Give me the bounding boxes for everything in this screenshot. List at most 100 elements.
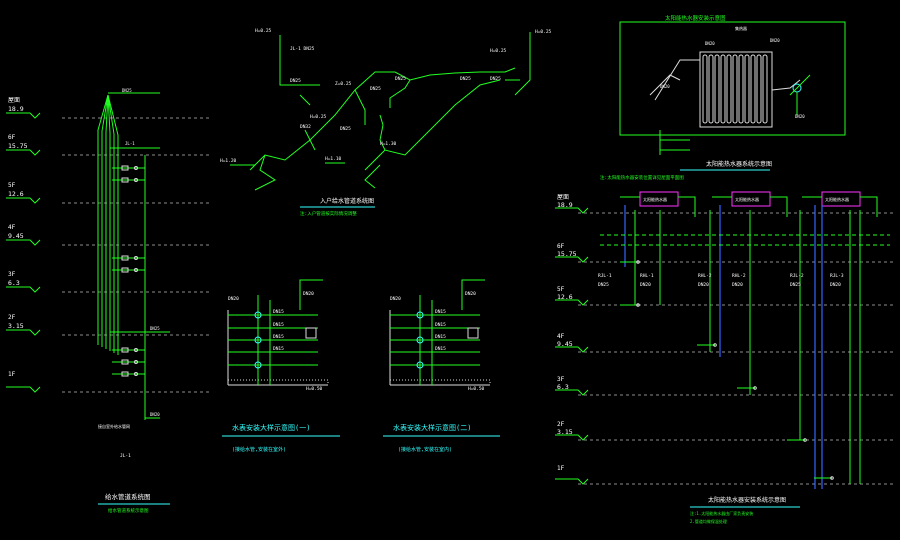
valve-icon: [121, 165, 129, 171]
valve-icon: [121, 177, 129, 183]
collector-tube: [732, 54, 738, 124]
right-level-name: 3F: [557, 376, 565, 383]
valve-icon: [254, 361, 262, 369]
valve-icon: [254, 311, 262, 319]
level-marker: [6, 386, 41, 393]
meter-icon: [134, 268, 138, 272]
valve-icon: [713, 343, 717, 347]
kitchen-label: DN20: [228, 296, 239, 302]
valve-icon: [121, 371, 129, 377]
top-iso-label: JL-1 DN25: [290, 46, 315, 52]
left-level-elev: 12.6: [8, 190, 24, 198]
pipe-tag: RHL-1: [640, 273, 654, 279]
left-level-name: 4F: [8, 224, 16, 231]
left-level-elev: 15.75: [8, 142, 28, 150]
level-marker: [555, 346, 589, 353]
solar-label-1: 集热器: [735, 25, 747, 31]
level-marker: [555, 207, 589, 214]
left-level-name: 屋面: [8, 97, 20, 104]
riser-pipe: [107, 94, 115, 353]
level-marker: [555, 478, 589, 485]
level-marker: [555, 389, 589, 396]
heater-label: 太阳能热水器: [735, 196, 759, 202]
left-level-name: 5F: [8, 182, 16, 189]
vent-pipe: [299, 279, 323, 310]
kitchen2-subtitle: (接给水管,安装在室内): [398, 446, 452, 453]
top-iso-label: H=0.25: [535, 29, 552, 35]
left-riser-number: JL-1: [120, 453, 131, 459]
heater-pipe: [770, 196, 788, 217]
top-iso-label: DN25: [340, 126, 351, 132]
left-riser-tag: DN20: [150, 412, 160, 417]
top-iso-label: DN25: [395, 76, 406, 82]
kitchen-label: DN15: [435, 322, 446, 328]
right-riser-title: 太阳能热水器系统示意图: [706, 160, 772, 168]
kitchen-label: H=0.50: [468, 386, 485, 392]
top-iso-label: H=1.20: [220, 158, 237, 164]
collector-tube: [702, 54, 708, 124]
left-riser-diagram: 屋面18.96F15.755F12.64F9.453F6.32F3.151FDN…: [6, 88, 212, 420]
kitchen-label: DN20: [303, 291, 314, 297]
top-iso-label: DN25: [460, 76, 471, 82]
top-iso-label: H=1.10: [325, 156, 342, 162]
right-level-name: 6F: [557, 243, 565, 250]
right-level-elev: 9.45: [557, 340, 573, 348]
riser-pipe: [107, 94, 111, 351]
left-riser-tag: JL-1: [125, 141, 135, 146]
solar-label-2: DN20: [705, 41, 715, 46]
riser-pipe: [107, 94, 119, 355]
valve-icon: [121, 347, 129, 353]
collector-tube: [744, 54, 750, 124]
valve-icon: [416, 361, 424, 369]
pipe-tag: RJL-2: [790, 273, 804, 279]
valve-icon: [121, 267, 129, 273]
level-marker: [555, 299, 589, 306]
vent-pipe: [461, 279, 485, 310]
valve-icon: [636, 303, 640, 307]
collector-tube: [762, 54, 768, 124]
solar-label-5: DN20: [795, 114, 805, 119]
level-marker: [555, 434, 589, 441]
heater-label: 太阳能热水器: [825, 196, 849, 202]
collector-tube: [720, 54, 726, 124]
riser-pipe: [101, 94, 109, 347]
left-riser-subtitle: 给水管道系统示意图: [108, 507, 149, 514]
right-level-name: 屋面: [557, 194, 569, 201]
pipe-size: DN25: [598, 282, 609, 288]
pipe-size: DN20: [732, 282, 743, 288]
level-marker: [6, 149, 41, 156]
floor-hatch: [227, 379, 329, 386]
left-riser-tag: DN25: [122, 88, 132, 93]
collector-tube: [738, 54, 744, 124]
right-level-elev: 15.75: [557, 250, 577, 258]
level-marker: [6, 197, 41, 204]
level-marker: [6, 329, 41, 336]
valve-icon: [803, 438, 807, 442]
kitchen-label: DN15: [273, 346, 284, 352]
collector-tube: [756, 54, 762, 124]
riser-pipe: [97, 94, 109, 345]
right-level-elev: 12.6: [557, 293, 573, 301]
right-level-name: 5F: [557, 286, 565, 293]
top-iso-label: DN25: [370, 86, 381, 92]
left-level-elev: 3.15: [8, 322, 24, 330]
right-riser-diagram: 太阳能热水器系统示意图 注:太阳能热水器安装位置详见屋面平面图 太阳能热水器安装…: [555, 160, 895, 524]
kitchen-label: DN15: [435, 346, 446, 352]
solar-heater-detail: 太阳能热水器安装示意图 集热器 DN20 DN20 DN20 DN20: [619, 14, 846, 155]
left-level-elev: 6.3: [8, 279, 20, 287]
kitchen2-title: 水表安装大样示意图(二): [393, 423, 471, 432]
right-riser-note: 注:太阳能热水器安装位置详见屋面平面图: [600, 174, 684, 181]
left-level-name: 3F: [8, 271, 16, 278]
left-level-name: 6F: [8, 134, 16, 141]
valve-icon: [636, 260, 640, 264]
top-iso-label: H=0.25: [310, 114, 327, 120]
level-marker: [555, 256, 589, 263]
top-iso-label: Z=0.25: [335, 81, 352, 87]
valve-icon: [753, 386, 757, 390]
floor-hatch: [389, 379, 491, 386]
valve-icon: [416, 336, 424, 344]
